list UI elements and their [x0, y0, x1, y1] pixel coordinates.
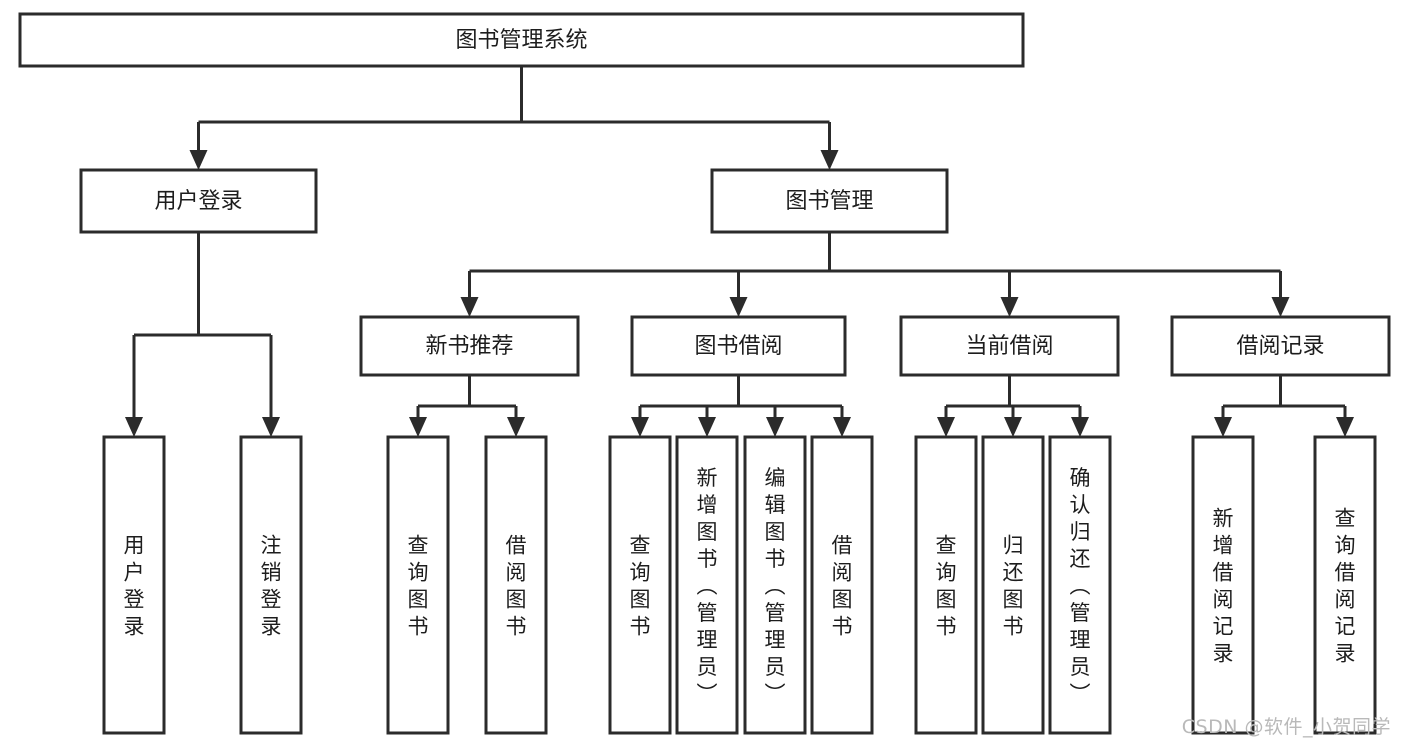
node-label: 用户登录 [124, 534, 145, 639]
node-leaf-query-book-bb[interactable]: 查询图书 [608, 435, 672, 735]
arrow-head-icon [262, 417, 280, 437]
node-label: 归还图书 [1003, 534, 1024, 639]
node-new-book-recommend[interactable]: 新书推荐 [359, 315, 580, 377]
node-label: 查询借阅记录 [1335, 507, 1356, 666]
node-box [18, 12, 1025, 68]
node-box [914, 435, 978, 735]
arrow-head-icon [1214, 417, 1232, 437]
arrow-head-icon [631, 417, 649, 437]
csdn-watermark: CSDN @软件_小贺同学 [1181, 716, 1391, 738]
node-label: 借阅图书 [506, 534, 527, 639]
node-leaf-user-login[interactable]: 用户登录 [102, 435, 166, 735]
node-root[interactable]: 图书管理系统 [18, 12, 1025, 68]
node-box [1170, 315, 1391, 377]
arrow-head-icon [766, 417, 784, 437]
arrow-head-icon [820, 150, 839, 170]
node-layer: 图书管理系统用户登录图书管理新书推荐图书借阅当前借阅借阅记录用户登录注销登录查询… [18, 12, 1391, 735]
arrow-head-icon [409, 417, 427, 437]
node-leaf-return-book[interactable]: 归还图书 [981, 435, 1045, 735]
arrow-head-icon [1271, 297, 1290, 317]
node-label: 新增图书︵管理员︶ [697, 466, 718, 706]
node-box [608, 435, 672, 735]
arrow-head-icon [125, 417, 143, 437]
arrow-head-icon [1004, 417, 1022, 437]
node-leaf-query-book-rec[interactable]: 查询图书 [386, 435, 450, 735]
node-box [630, 315, 847, 377]
node-book-manage[interactable]: 图书管理 [710, 168, 949, 234]
node-leaf-add-record[interactable]: 新增借阅记录 [1191, 435, 1255, 735]
arrow-head-icon [698, 417, 716, 437]
node-label: 确认归还︵管理员︶ [1070, 466, 1091, 706]
node-user-login[interactable]: 用户登录 [79, 168, 318, 234]
arrow-head-icon [833, 417, 851, 437]
arrow-head-icon [1000, 297, 1019, 317]
arrow-head-icon [189, 150, 208, 170]
node-label: 查询图书 [630, 534, 651, 639]
node-label: 查询图书 [408, 534, 429, 639]
node-leaf-add-book[interactable]: 新增图书︵管理员︶ [675, 435, 739, 735]
node-book-borrow[interactable]: 图书借阅 [630, 315, 847, 377]
node-box [1313, 435, 1377, 735]
node-label: 注销登录 [261, 534, 282, 639]
node-label: 用户登录 [154, 189, 242, 214]
arrow-head-icon [937, 417, 955, 437]
node-box [1191, 435, 1255, 735]
node-box [899, 315, 1120, 377]
node-label: 当前借阅 [965, 334, 1053, 359]
node-box [810, 435, 874, 735]
node-box [386, 435, 450, 735]
node-label: 图书借阅 [694, 334, 782, 359]
node-box [981, 435, 1045, 735]
connector-layer [125, 66, 1354, 437]
node-label: 图书管理系统 [455, 28, 587, 53]
node-leaf-query-record[interactable]: 查询借阅记录 [1313, 435, 1377, 735]
node-box [710, 168, 949, 234]
arrow-head-icon [507, 417, 525, 437]
node-box [675, 435, 739, 735]
node-leaf-user-logout[interactable]: 注销登录 [239, 435, 303, 735]
node-label: 新书推荐 [425, 334, 513, 359]
node-box [743, 435, 807, 735]
node-leaf-query-book-cb[interactable]: 查询图书 [914, 435, 978, 735]
node-label: 查询图书 [936, 534, 957, 639]
node-leaf-borrow-book-rec[interactable]: 借阅图书 [484, 435, 548, 735]
arrow-head-icon [460, 297, 479, 317]
arrow-head-icon [729, 297, 748, 317]
node-leaf-edit-book[interactable]: 编辑图书︵管理员︶ [743, 435, 807, 735]
node-current-borrow[interactable]: 当前借阅 [899, 315, 1120, 377]
node-label: 借阅图书 [832, 534, 853, 639]
node-box [239, 435, 303, 735]
node-box [1048, 435, 1112, 735]
node-label: 借阅记录 [1236, 334, 1324, 359]
arrow-head-icon [1336, 417, 1354, 437]
node-box [359, 315, 580, 377]
node-box [79, 168, 318, 234]
node-leaf-confirm-return[interactable]: 确认归还︵管理员︶ [1048, 435, 1112, 735]
node-box [484, 435, 548, 735]
node-leaf-borrow-book-bb[interactable]: 借阅图书 [810, 435, 874, 735]
node-label: 编辑图书︵管理员︶ [765, 466, 786, 706]
arrow-head-icon [1071, 417, 1089, 437]
node-label: 图书管理 [785, 189, 873, 214]
node-borrow-record[interactable]: 借阅记录 [1170, 315, 1391, 377]
node-box [102, 435, 166, 735]
node-label: 新增借阅记录 [1213, 507, 1234, 666]
